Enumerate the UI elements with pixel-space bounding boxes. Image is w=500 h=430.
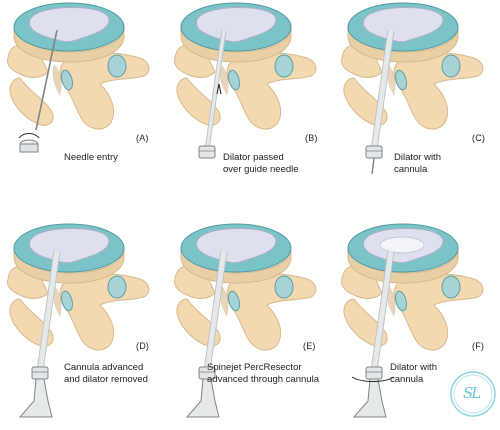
pedicle-shadow xyxy=(386,64,396,96)
facet-joint xyxy=(274,275,294,299)
panel-d: (D) Cannula advanced and dilator removed xyxy=(0,215,166,430)
pedicle-shadow xyxy=(52,64,62,96)
spinous-process xyxy=(59,52,150,130)
vertebra-illustration xyxy=(7,223,150,418)
panel-caption: Dilator with cannula xyxy=(394,152,441,175)
facet-joint xyxy=(107,275,127,299)
panel-caption: Needle entry xyxy=(64,152,118,163)
pedicle-shadow xyxy=(219,64,229,96)
panel-letter: (F) xyxy=(472,341,485,351)
spinous-process xyxy=(226,273,317,351)
dilator-tail xyxy=(371,157,375,175)
panel-letter: (C) xyxy=(472,133,486,143)
spinous-process xyxy=(393,52,484,130)
instrument-handle xyxy=(31,366,49,380)
cleared-cavity xyxy=(379,236,425,254)
vertebra-group xyxy=(7,223,150,418)
panel-caption: Dilator passed over guide needle xyxy=(223,152,299,175)
guide-needle xyxy=(35,29,58,131)
instrument-shaft xyxy=(371,29,394,151)
rotation-arrow xyxy=(351,376,395,382)
panel-caption: Dilator with cannula xyxy=(390,362,437,385)
panel-e: (E) Spinejet PercResector advanced throu… xyxy=(167,215,333,430)
panel-f: (F) Dilator with cannula xyxy=(334,215,500,430)
logo-text: SL xyxy=(463,384,481,402)
instrument-shaft xyxy=(371,250,394,372)
disc-nucleus xyxy=(195,7,277,43)
facet-joint xyxy=(228,69,240,91)
lamina xyxy=(9,77,54,126)
panel-b: (B) Dilator passed over guide needle xyxy=(167,0,333,215)
facet-joint xyxy=(395,69,407,91)
vertebra-illustration xyxy=(7,2,150,153)
facet-joint xyxy=(274,54,294,78)
pedicle-shadow xyxy=(52,285,62,317)
surgical-instrument xyxy=(351,250,395,418)
instrument-handle xyxy=(198,145,216,159)
vertebra-group xyxy=(174,223,317,418)
facet-joint xyxy=(107,54,127,78)
surgical-instrument xyxy=(185,250,228,418)
facet-joint xyxy=(61,69,73,91)
pedicle-shadow xyxy=(386,285,396,317)
facet-joint xyxy=(61,290,73,312)
resector-handpiece xyxy=(185,378,220,418)
instrument-shaft xyxy=(204,250,227,372)
vertebra-illustration xyxy=(341,223,484,418)
surgical-instrument xyxy=(365,29,395,175)
spinous-process xyxy=(59,273,150,351)
surgical-instrument xyxy=(18,29,58,153)
vertebra-illustration xyxy=(174,2,317,159)
instrument-handle xyxy=(365,366,383,380)
spinous-process xyxy=(226,52,317,130)
vertebra-illustration xyxy=(341,2,484,175)
instrument-shaft xyxy=(205,29,226,151)
vertebra-group xyxy=(341,223,484,418)
facet-joint xyxy=(395,290,407,312)
vertebra-group xyxy=(341,2,484,175)
pedicle-shadow xyxy=(219,285,229,317)
panel-a: (A) Needle entry xyxy=(0,0,166,215)
disc-nucleus xyxy=(362,7,444,43)
vertebra-group xyxy=(7,2,150,153)
panel-letter: (B) xyxy=(305,133,318,143)
resector-handpiece xyxy=(18,378,53,418)
advance-arrow xyxy=(216,83,222,95)
lamina xyxy=(176,77,221,126)
surgical-instrument xyxy=(198,29,227,159)
instrument-shaft xyxy=(37,250,60,372)
panel-c: (C) Dilator with cannula xyxy=(334,0,500,215)
facet-joint xyxy=(228,290,240,312)
panel-letter: (D) xyxy=(136,341,150,351)
facet-joint xyxy=(441,275,461,299)
logo-seal xyxy=(450,371,496,417)
facet-joint xyxy=(441,54,461,78)
panel-letter: (E) xyxy=(303,341,316,351)
panel-caption: Spinejet PercResector advanced through c… xyxy=(207,362,319,385)
disc-nucleus xyxy=(28,228,110,264)
instrument-handle xyxy=(365,145,383,159)
disc-nucleus xyxy=(195,228,277,264)
disc-nucleus xyxy=(28,7,110,43)
panel-caption: Cannula advanced and dilator removed xyxy=(64,362,148,385)
spinous-process xyxy=(393,273,484,351)
surgical-instrument xyxy=(18,250,61,418)
resector-handpiece xyxy=(352,378,387,418)
needle-hub-body xyxy=(19,143,39,153)
vertebra-illustration xyxy=(174,223,317,418)
rotation-arrow xyxy=(18,133,40,139)
vertebra-group xyxy=(174,2,317,159)
panel-letter: (A) xyxy=(136,133,149,143)
